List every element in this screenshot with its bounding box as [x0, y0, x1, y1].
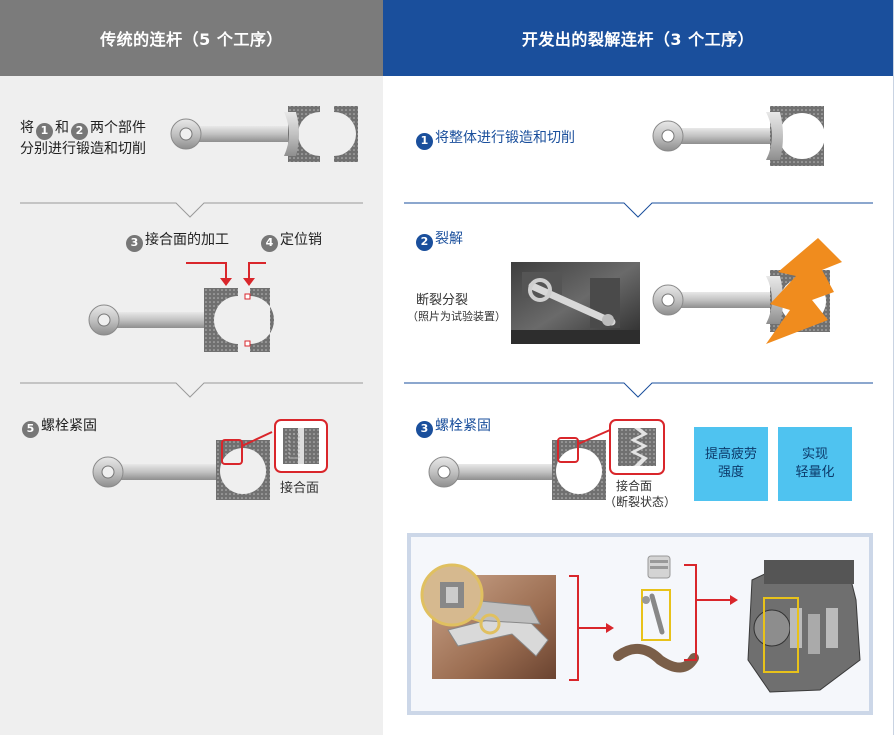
- fracture-caption: 断裂分裂: [416, 293, 469, 308]
- left-rod-step34: [88, 262, 274, 352]
- engine-photos: [420, 555, 861, 693]
- developed-header: 开发出的裂解连杆（3 个工序）: [383, 0, 893, 76]
- benefit-lightweight: 实现轻量化: [778, 427, 852, 501]
- benefit-lightweight-line2: 轻量化: [795, 465, 835, 480]
- right-step1-text: 将整体进行锻造和切削: [435, 130, 575, 146]
- benefit-fatigue-line2: 强度: [717, 465, 744, 480]
- benefit-fatigue-strength: 提高疲劳强度: [694, 427, 768, 501]
- step-number-2-badge: 2: [71, 122, 88, 140]
- left-rod-step1: [170, 106, 358, 162]
- step1-text-b: 和: [55, 120, 69, 136]
- step1-text-c: 两个部件: [90, 120, 146, 136]
- step3-label-text: 接合面的加工: [145, 232, 229, 248]
- right-divider-2: [404, 382, 873, 398]
- left-divider-1: [20, 202, 363, 218]
- right-joint-surface-label: 接合面: [616, 479, 653, 493]
- right-step3-text: 螺栓紧固: [435, 418, 491, 434]
- step5-label-text: 螺栓紧固: [41, 418, 97, 434]
- step-number-1-badge: 1: [36, 122, 53, 140]
- left-step1-line2: 分别进行锻造和切削: [20, 141, 146, 157]
- fracture-bolt-icon: [766, 238, 842, 344]
- step-number-4-badge: 4: [261, 234, 278, 252]
- step-number-1-badge: 1: [416, 132, 433, 150]
- left-rod-step5: [92, 419, 328, 500]
- right-step2-text: 裂解: [435, 231, 463, 247]
- fracture-caption-note: （照片为试验装置）: [407, 310, 506, 323]
- left-joint-surface-label: 接合面: [280, 481, 320, 496]
- step-number-3-badge: 3: [126, 234, 143, 252]
- benefit-fatigue-line1: 提高疲劳: [704, 447, 757, 462]
- right-joint-surface-note: （断裂状态）: [604, 495, 677, 509]
- benefit-lightweight-line1: 实现: [801, 447, 828, 462]
- right-divider-1: [404, 202, 873, 218]
- fracture-device-photo: [511, 262, 640, 344]
- right-rod-step1: [652, 106, 825, 166]
- step-number-5-badge: 5: [22, 420, 39, 438]
- step1-text-a: 将: [20, 120, 34, 136]
- conventional-header: 传统的连杆（5 个工序）: [0, 0, 383, 76]
- step4-label-text: 定位销: [280, 232, 322, 248]
- left-divider-2: [20, 382, 363, 398]
- step-number-3-badge: 3: [416, 420, 433, 438]
- right-rod-step3: [428, 419, 665, 500]
- right-rod-step2: [652, 238, 842, 344]
- step-number-2-badge: 2: [416, 233, 433, 251]
